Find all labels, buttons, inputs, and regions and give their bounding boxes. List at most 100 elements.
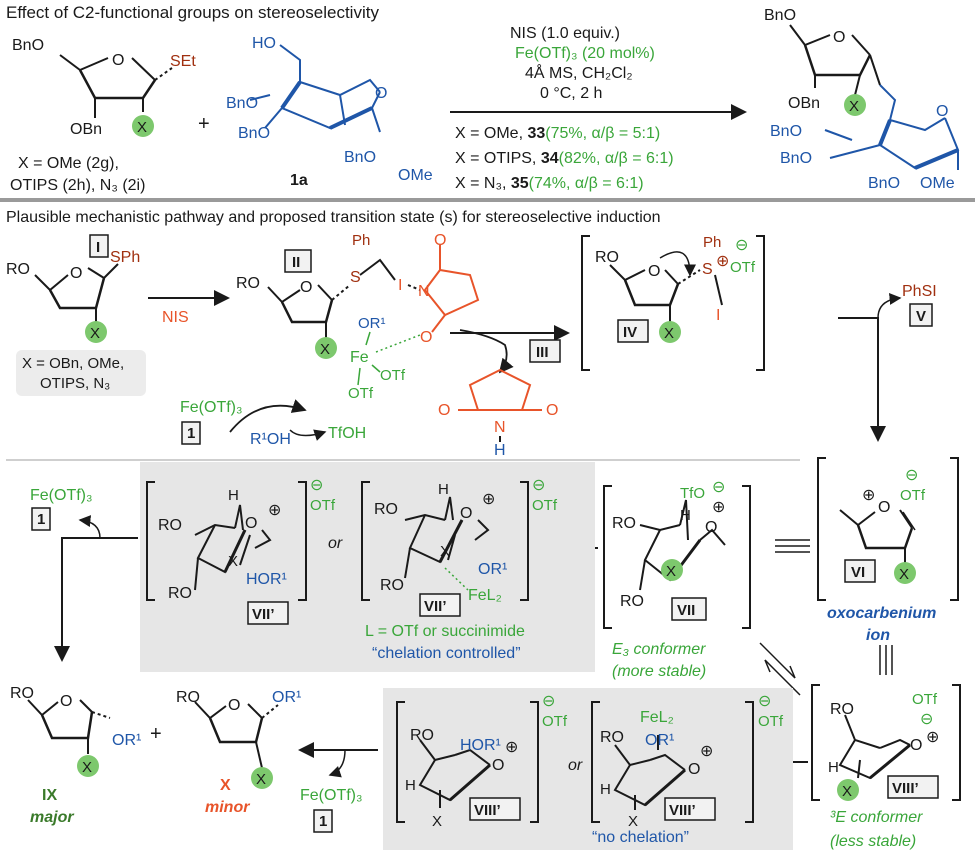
cond-1: NIS (1.0 equiv.): [510, 25, 620, 42]
acc-ho: HO: [252, 35, 276, 52]
VIIIr-otf: OTf: [912, 691, 938, 708]
products-plus: +: [150, 723, 162, 745]
TS2-minus: ⊖: [532, 477, 545, 494]
X-ro: RO: [176, 689, 200, 706]
IV-minus: ⊖: [735, 237, 748, 254]
donor-set: SEt: [170, 53, 196, 70]
conformer-VIII-right: [838, 714, 911, 780]
VIII-right-brackets: [811, 684, 961, 801]
phsi-label: PhSI: [902, 283, 937, 300]
section-title-2: Plausible mechanistic pathway and propos…: [6, 209, 661, 226]
TS3-x: X: [432, 813, 442, 830]
label-VI-box: [844, 559, 876, 583]
TS1-o: O: [245, 515, 257, 532]
label-VIIIp-r: VIII’: [892, 780, 919, 797]
TS4-minus: ⊖: [758, 693, 771, 710]
donor-ring-o: O: [112, 52, 124, 69]
TS1-ro-2: RO: [168, 585, 192, 602]
TS4-h: H: [600, 781, 611, 798]
label-V: V: [916, 308, 926, 325]
succ-o-1: O: [438, 402, 450, 419]
VI-minus: ⊖: [905, 467, 918, 484]
equiv-sign-vertical: [879, 645, 893, 675]
VII-ro-1: RO: [612, 515, 636, 532]
oxo-label-1: oxocarbenium: [827, 605, 936, 622]
TS2-structure: [404, 496, 490, 579]
oxo-label-2: ion: [866, 627, 890, 644]
regen-curve: [78, 515, 101, 539]
succinimide-II: [423, 245, 480, 333]
VII-tfo: TfO: [680, 485, 705, 502]
IV-i: I: [716, 307, 720, 324]
label-I: I: [96, 239, 100, 256]
or-2: or: [568, 757, 583, 774]
TS4-o: O: [688, 761, 700, 778]
IV-x: X: [664, 325, 674, 342]
VII-ro-2: RO: [620, 593, 644, 610]
donor-caption-1: X = OMe (2g),: [18, 155, 119, 172]
label-1-b: 1: [37, 511, 45, 528]
TS4-brackets: [591, 701, 754, 823]
label-VIIIp-box-2: [664, 797, 716, 821]
VII-o: O: [705, 519, 717, 536]
major-label: major: [30, 809, 74, 826]
TS3-plus: ⊕: [505, 739, 518, 756]
feotf3-label-3: Fe(OTf)₃: [300, 787, 363, 804]
VII-x-circle: [661, 559, 683, 581]
prod-bno-2: BnO: [770, 123, 802, 140]
acceptor-structure: [249, 44, 381, 133]
II-o-carbonyl-2: O: [420, 329, 432, 346]
chelation-panel: [140, 462, 595, 672]
IX-x: X: [82, 759, 92, 776]
acc-bno-2: BnO: [238, 125, 270, 142]
label-VIIp-2: VII’: [424, 598, 447, 615]
cond-4: 0 °C, 2 h: [540, 85, 602, 102]
acc-bno-3: BnO: [344, 149, 376, 166]
TS2-chelate-bond: [444, 567, 469, 591]
equilibrium-arrows: [759, 642, 801, 696]
or-1: or: [328, 535, 343, 552]
VI-x-circle: [894, 562, 916, 584]
TS1-ro-1: RO: [158, 517, 182, 534]
IX-or1: OR¹: [112, 732, 141, 749]
succ-h: H: [494, 442, 506, 459]
fe-bonds: [357, 331, 421, 386]
IX-o: O: [60, 693, 72, 710]
VIIIr-minus: ⊖: [920, 711, 933, 728]
acc-bno-1: BnO: [226, 95, 258, 112]
TS3-brackets: [396, 701, 539, 823]
TS2-h: H: [438, 481, 449, 498]
label-VIIp-box-1: [247, 601, 289, 625]
label-VIIp-1: VII’: [252, 606, 275, 623]
X-label: X: [220, 777, 231, 794]
label-1-box-b: [31, 507, 51, 531]
TS3-minus: ⊖: [542, 693, 555, 710]
donor-caption-2: OTIPS (2h), N₃ (2i): [10, 177, 145, 194]
prod-ome: OMe: [920, 175, 955, 192]
prod-bno-4: BnO: [868, 175, 900, 192]
TS1-otf: OTf: [310, 497, 336, 514]
label-V-box: [909, 303, 933, 327]
VII-h: H: [680, 507, 691, 524]
X-or1: OR¹: [272, 689, 301, 706]
label-1-a: 1: [187, 425, 195, 442]
3e-label-2: (less stable): [830, 833, 916, 850]
X-x: X: [256, 771, 266, 788]
IX-label: IX: [42, 787, 57, 804]
prod-x-circle: [844, 94, 866, 116]
VII-brackets: [603, 485, 751, 629]
VIIIr-plus: ⊕: [926, 729, 939, 746]
label-IV: IV: [623, 324, 637, 341]
feotf3-label-1: Fe(OTf)₃: [180, 399, 243, 416]
label-I-box: [89, 234, 109, 258]
IV-o: O: [648, 263, 660, 280]
I-ro: RO: [6, 261, 30, 278]
prod-o: O: [833, 29, 845, 46]
TS4-fel2: FeL₂: [640, 709, 674, 726]
VII-minus: ⊖: [712, 479, 725, 496]
3e-label-1: ³E conformer: [830, 809, 923, 826]
TS3-o: O: [492, 757, 504, 774]
plus-sign: +: [198, 113, 210, 135]
TS2-plus: ⊕: [482, 491, 495, 508]
